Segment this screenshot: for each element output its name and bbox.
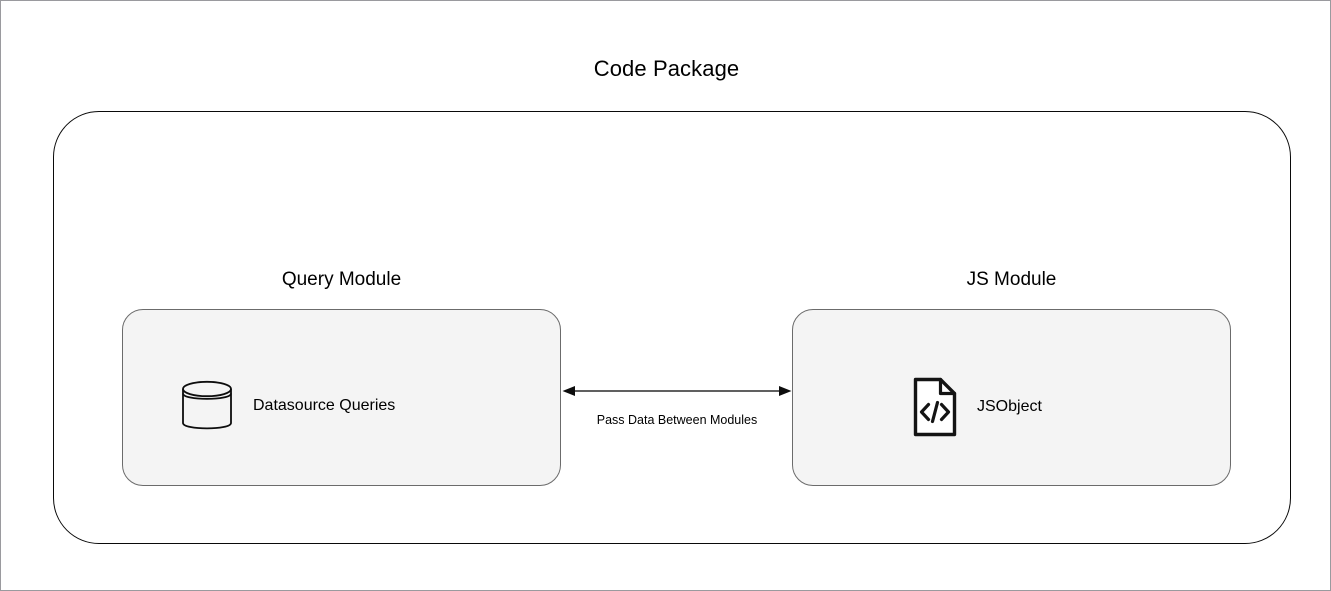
code-file-icon [911,376,959,438]
query-module-title: Query Module [281,269,402,290]
double-headed-arrow-icon [561,379,793,403]
datasource-queries-label: Datasource Queries [253,397,396,414]
datasource-queries-node[interactable]: Datasource Queries [179,376,395,436]
js-module-box[interactable]: JSObject [792,309,1231,486]
jsobject-label: JSObject [977,398,1042,415]
package-title: Code Package [593,56,740,81]
database-cylinder-icon [179,376,235,436]
js-module-title: JS Module [966,269,1057,290]
query-module-box[interactable]: Datasource Queries [122,309,561,486]
connector-label: Pass Data Between Modules [596,413,758,427]
jsobject-node[interactable]: JSObject [911,376,1042,438]
